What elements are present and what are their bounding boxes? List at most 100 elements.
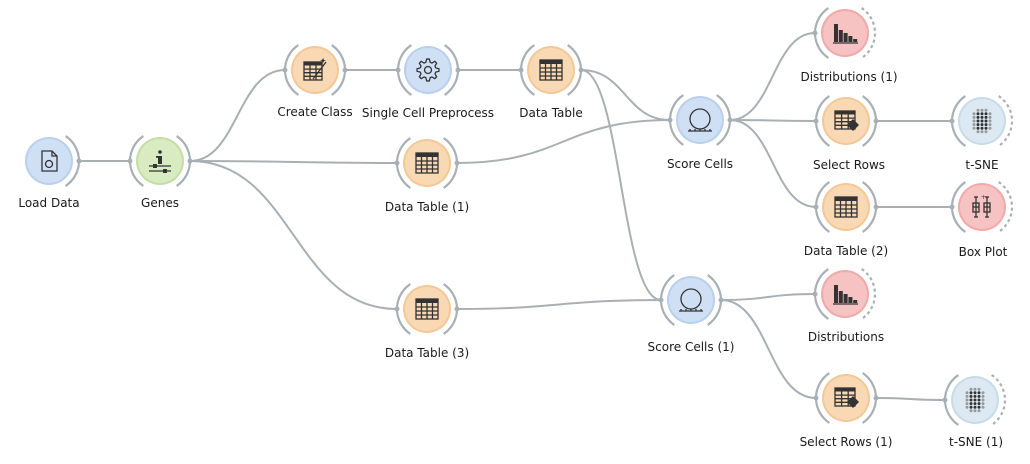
info-icon — [149, 150, 171, 173]
file-icon — [41, 150, 58, 172]
node-body — [824, 376, 868, 420]
output-dot — [578, 67, 584, 73]
link-sc-to-dist1[interactable] — [729, 32, 816, 121]
node-sel1[interactable]: Select Rows (1) — [800, 372, 893, 449]
create-class-icon — [303, 58, 327, 81]
node-box[interactable]: + Box Plot — [949, 181, 1014, 259]
link-sc1-to-sel1[interactable] — [720, 299, 817, 399]
node-sel[interactable]: Select Rows — [813, 95, 885, 172]
output-dot — [718, 297, 724, 303]
node-scp[interactable]: Single Cell Preprocess — [362, 44, 494, 120]
node-dt3[interactable]: Data Table (3) — [385, 283, 469, 360]
node-body — [669, 278, 713, 322]
node-label: Data Table — [519, 106, 583, 120]
node-body — [678, 98, 722, 142]
node-body — [960, 185, 1004, 229]
link-genes-to-dt3[interactable] — [189, 160, 398, 310]
node-body — [406, 48, 450, 92]
node-tsne1[interactable]: t-SNE (1) — [942, 374, 1007, 449]
node-label: Data Table (1) — [385, 200, 469, 214]
node-load-data[interactable]: Load Data — [18, 135, 82, 210]
node-tsne[interactable]: t-SNE — [949, 95, 1014, 172]
output-dot — [873, 395, 879, 401]
svg-text:+: + — [981, 194, 986, 201]
node-label: Box Plot — [959, 245, 1008, 259]
links-layer — [79, 32, 952, 401]
output-dot — [727, 117, 733, 123]
node-label: Load Data — [18, 196, 79, 210]
input-dot — [394, 160, 400, 166]
node-dt1[interactable]: Data Table (1) — [385, 137, 469, 214]
link-sel1-to-tsne1[interactable] — [875, 397, 946, 401]
input-dot — [812, 291, 818, 297]
node-label: t-SNE — [965, 158, 998, 172]
node-dt[interactable]: Data Table — [518, 44, 584, 120]
node-label: Score Cells — [667, 157, 733, 171]
output-anchor[interactable] — [998, 181, 1014, 233]
nodes-layer: Load Data Genes Create Class Single Cell Pr… — [18, 7, 1014, 449]
node-label: Select Rows — [813, 158, 885, 172]
node-label: Distributions — [808, 330, 884, 344]
histogram-icon — [833, 24, 858, 44]
link-sc1-to-dist[interactable] — [720, 293, 816, 301]
input-dot — [813, 118, 819, 124]
link-genes-to-create_class[interactable] — [189, 69, 286, 162]
output-anchor[interactable] — [991, 374, 1007, 426]
input-dot — [942, 397, 948, 403]
node-sc[interactable]: Score Cells — [667, 94, 733, 171]
table-icon — [834, 196, 858, 218]
select-rows-icon — [834, 110, 859, 131]
node-genes[interactable]: Genes — [127, 135, 193, 210]
output-dot — [76, 158, 82, 164]
node-label: Data Table (2) — [804, 244, 888, 258]
link-dt-to-sc[interactable] — [580, 69, 671, 121]
link-dt3-to-sc1[interactable] — [456, 299, 662, 310]
node-label: Data Table (3) — [385, 346, 469, 360]
input-dot — [395, 67, 401, 73]
input-dot — [282, 67, 288, 73]
link-dt1-to-sc[interactable] — [456, 119, 671, 164]
tsne-icon — [972, 108, 992, 134]
input-dot — [812, 30, 818, 36]
node-dt2[interactable]: Data Table (2) — [804, 181, 888, 258]
histogram-icon — [833, 285, 858, 305]
input-dot — [813, 204, 819, 210]
output-anchor[interactable] — [861, 7, 877, 59]
output-anchor[interactable] — [998, 95, 1014, 147]
node-label: Single Cell Preprocess — [362, 106, 494, 120]
node-label: t-SNE (1) — [949, 435, 1003, 449]
input-dot — [667, 117, 673, 123]
input-dot — [518, 67, 524, 73]
node-label: Create Class — [277, 105, 352, 119]
input-dot — [127, 158, 133, 164]
input-dot — [813, 395, 819, 401]
output-dot — [454, 306, 460, 312]
circle-icon — [679, 288, 703, 312]
output-dot — [873, 204, 879, 210]
input-dot — [658, 297, 664, 303]
circle-icon — [688, 108, 712, 132]
node-body — [293, 48, 337, 92]
node-body — [824, 99, 868, 143]
gear-icon — [416, 58, 440, 82]
output-anchor[interactable] — [861, 268, 877, 320]
input-dot — [949, 118, 955, 124]
node-label: Score Cells (1) — [648, 340, 735, 354]
output-dot — [873, 118, 879, 124]
node-dist[interactable]: Distributions — [808, 268, 884, 344]
node-label: Distributions (1) — [800, 70, 897, 84]
boxplot-icon: + — [972, 194, 991, 218]
node-label: Genes — [141, 196, 179, 210]
link-dt-to-sc1[interactable] — [580, 69, 662, 301]
link-sc-to-sel[interactable] — [729, 119, 817, 122]
link-genes-to-dt1[interactable] — [189, 160, 398, 164]
output-dot — [455, 67, 461, 73]
link-sc-to-dt2[interactable] — [729, 119, 817, 208]
table-icon — [539, 59, 563, 81]
node-create-class[interactable]: Create Class — [277, 44, 353, 119]
table-icon — [415, 298, 439, 320]
node-dist1[interactable]: Distributions (1) — [800, 7, 898, 84]
node-sc1[interactable]: Score Cells (1) — [648, 274, 735, 354]
select-rows-icon — [834, 387, 859, 408]
